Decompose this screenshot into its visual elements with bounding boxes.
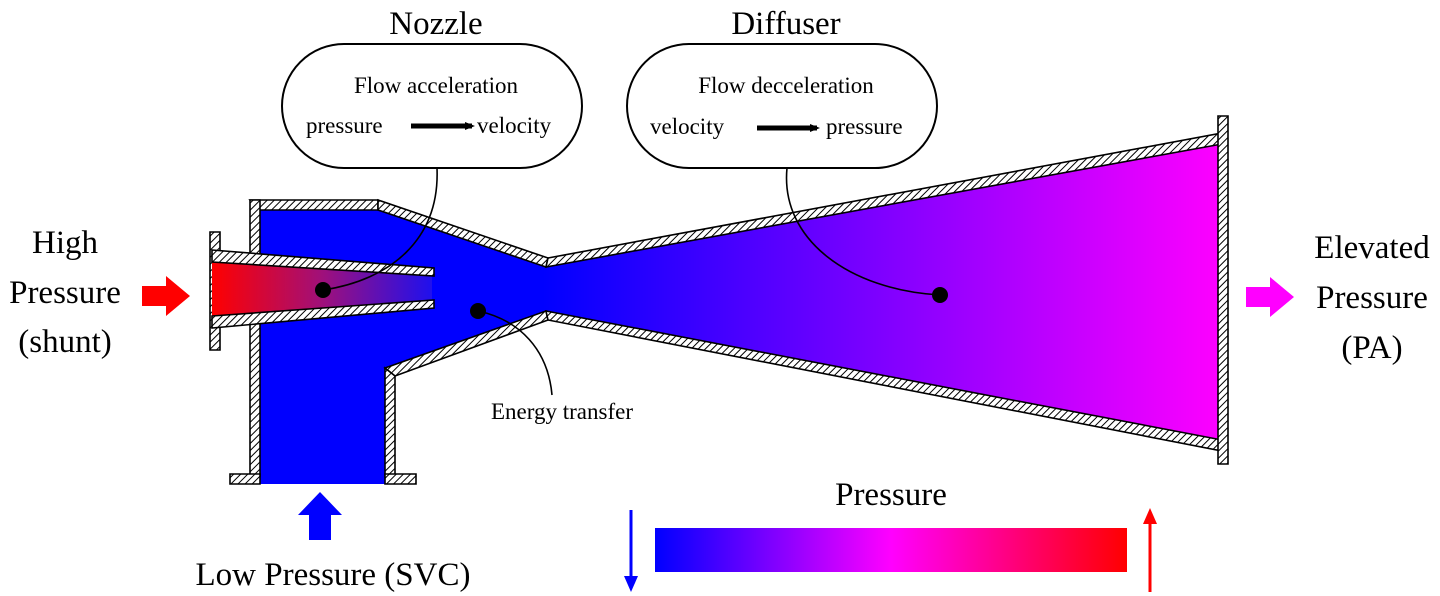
nozzle-leader-line xyxy=(322,167,438,291)
ejector-body-walls xyxy=(209,115,1229,485)
pressure-scale-bar xyxy=(655,528,1127,572)
nozzle-walls xyxy=(211,249,435,329)
energy-transfer-point xyxy=(470,303,486,319)
diffuser-title: Diffuser xyxy=(731,6,840,42)
elevated-pressure-line3: (PA) xyxy=(1341,330,1402,366)
diffuser-point xyxy=(932,287,948,303)
low-pressure-inlet: Low Pressure (SVC) xyxy=(196,492,471,593)
elevated-pressure-arrow xyxy=(1246,277,1294,317)
high-pressure-inlet: High Pressure (shunt) xyxy=(9,225,190,360)
diffuser-callout: Diffuser Flow decceleration velocity pre… xyxy=(626,6,938,169)
diffuser-callout-bubble xyxy=(626,43,938,169)
nozzle-to-label: velocity xyxy=(477,113,552,138)
pressure-scale: Pressure xyxy=(624,477,1157,592)
high-pressure-line2: Pressure xyxy=(9,275,121,311)
nozzle-from-label: pressure xyxy=(306,113,383,138)
elevated-pressure-line2: Pressure xyxy=(1316,280,1428,316)
high-pressure-line3: (shunt) xyxy=(18,324,112,360)
elevated-pressure-outlet: Elevated Pressure (PA) xyxy=(1246,230,1430,366)
diffuser-line1: Flow decceleration xyxy=(698,73,874,98)
diffuser-from-label: velocity xyxy=(650,114,725,139)
nozzle-title: Nozzle xyxy=(389,6,482,42)
flow-region xyxy=(258,144,1222,484)
low-pressure-arrow xyxy=(298,492,342,540)
diffuser-to-label: pressure xyxy=(826,114,903,139)
pressure-high-arrow xyxy=(1143,508,1157,592)
energy-transfer-leader-line xyxy=(477,310,553,396)
elevated-pressure-line1: Elevated xyxy=(1314,230,1430,266)
energy-transfer-label: Energy transfer xyxy=(491,399,633,424)
diffuser-leader-line xyxy=(785,167,941,296)
nozzle-line1: Flow acceleration xyxy=(354,73,519,98)
low-pressure-label: Low Pressure (SVC) xyxy=(196,557,471,593)
pressure-scale-title: Pressure xyxy=(835,477,947,513)
high-pressure-line1: High xyxy=(32,225,99,261)
pressure-low-arrow xyxy=(624,510,638,592)
high-pressure-arrow xyxy=(142,276,190,316)
nozzle-point xyxy=(315,282,331,298)
nozzle-callout-bubble xyxy=(281,43,583,169)
nozzle-callout: Nozzle Flow acceleration pressure veloci… xyxy=(281,6,583,169)
